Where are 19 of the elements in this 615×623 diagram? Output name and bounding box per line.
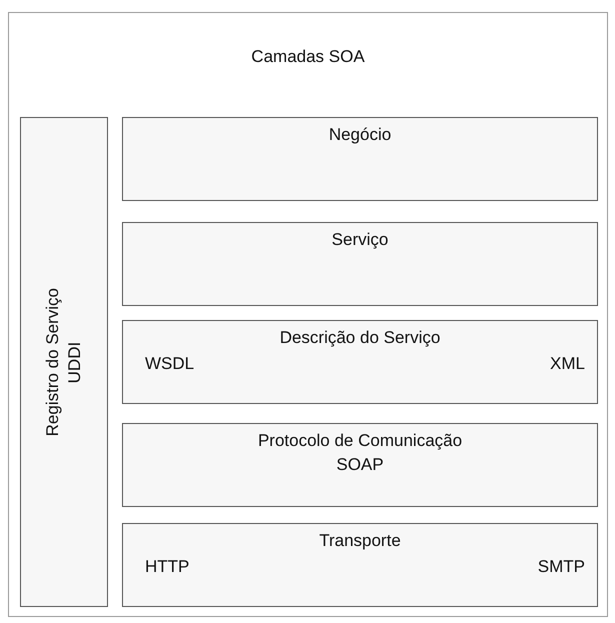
layer-label: Transporte [318,530,402,552]
protocol-label: WSDL [145,353,194,375]
registry-bar [20,117,108,607]
layer-label: Descrição do Serviço [278,327,442,349]
protocol-label: HTTP [145,556,190,578]
layer-label: Registro do Serviço [42,288,63,436]
layer-label: UDDI [64,341,85,383]
layer-box [122,423,598,507]
layer-label: Serviço [330,229,390,251]
layer-box [122,320,598,404]
layer-label: Protocolo de Comunicação [256,430,464,452]
layer-box [122,117,598,201]
protocol-label: SOAP [335,454,385,476]
protocol-label: XML [550,353,585,375]
layer-box [122,523,598,607]
diagram-title: Camadas SOA [250,46,366,68]
layer-box [122,222,598,306]
layer-label: Negócio [328,124,392,146]
protocol-label: SMTP [538,556,585,578]
